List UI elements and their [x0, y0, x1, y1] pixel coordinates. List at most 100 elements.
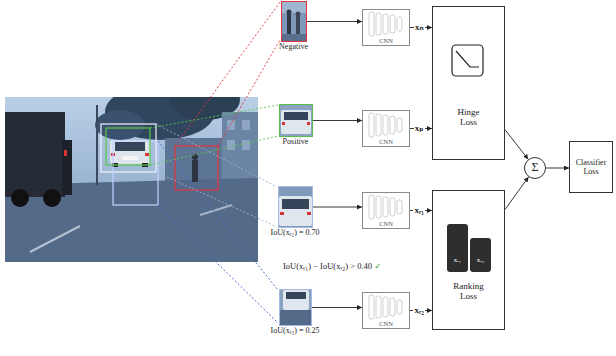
cnn-layers-icon	[383, 197, 388, 217]
cnn-layers-icon	[376, 196, 381, 218]
crop-images	[307, 212, 311, 215]
feature-label: xₚ	[414, 124, 425, 134]
cnn-layers-icon	[383, 14, 388, 34]
leader-lines	[175, 2, 280, 146]
street-photo	[165, 138, 222, 185]
street-photo	[242, 120, 250, 130]
street-photo	[95, 110, 145, 140]
hinge-icon	[452, 45, 483, 76]
crop-images	[280, 212, 284, 215]
street-photo	[145, 153, 149, 156]
node-text: Classifier Loss	[573, 158, 609, 176]
negative-crop: Negative	[281, 1, 307, 42]
cnn-layers-icon	[390, 15, 395, 33]
cnn-layers-icon	[390, 116, 395, 134]
detection-boxes	[101, 124, 156, 172]
crop-images	[287, 10, 292, 15]
constraint-note: IoU(xᵣ₁) − IoU(xᵣ₂) > 0.40 ✓	[283, 262, 381, 271]
street-photo	[110, 140, 150, 164]
crop-images	[281, 34, 307, 42]
crop-images	[278, 186, 313, 228]
crop-images	[286, 292, 306, 299]
crop-images	[279, 310, 312, 326]
cnn-layers-icon	[376, 114, 381, 136]
detection-boxes	[175, 146, 218, 190]
hinge-icon	[456, 51, 479, 67]
node-text: CNN	[379, 37, 393, 44]
street-photo	[122, 156, 138, 160]
sum-circle: Σ	[524, 157, 546, 179]
street-photo	[62, 140, 72, 195]
leader-lines	[158, 141, 278, 290]
cnn-layers-icon	[376, 13, 381, 35]
cnn-layers-icon	[383, 115, 388, 135]
node-text: Hinge Loss	[452, 107, 486, 128]
crop-images	[296, 16, 300, 34]
positive-crop: Positive	[279, 104, 313, 137]
cnn-layers-icon	[369, 295, 374, 319]
cnn-layers-icon	[369, 195, 374, 219]
cnn-layers-icon	[376, 296, 381, 318]
ranking-crop: IoU(xᵣ₁) = 0.70	[278, 186, 313, 228]
street-photo	[242, 140, 250, 150]
crop-images	[281, 1, 307, 13]
crop-images	[279, 196, 312, 226]
arrow-connector	[546, 168, 569, 169]
cnn-box: CNN	[362, 110, 410, 147]
node-text: Σ	[532, 161, 539, 175]
crop-images	[281, 110, 311, 134]
arrow-connector	[313, 207, 362, 208]
crop-images	[287, 14, 291, 34]
cnn-layers-icon	[397, 118, 402, 132]
cnn-layers-icon	[397, 300, 402, 314]
loss-box: Hinge Loss	[432, 6, 505, 160]
detection-boxes	[113, 141, 158, 205]
crop-images	[281, 1, 307, 42]
ranking-bars-icon	[447, 224, 491, 272]
arrow-connector	[307, 21, 362, 22]
node-text: Positive	[283, 137, 309, 146]
arrow-connector	[313, 120, 362, 121]
cnn-layers-icon	[397, 17, 402, 31]
crop-images	[279, 289, 312, 326]
node-text: Ranking Loss	[452, 281, 486, 302]
loss-box: Ranking Loss	[432, 190, 505, 330]
crop-images	[296, 12, 301, 17]
leader-lines	[156, 124, 277, 187]
feature-label: xₙ	[414, 23, 425, 33]
crop-images	[307, 122, 310, 125]
street-photo	[64, 150, 67, 156]
crop-images	[282, 122, 285, 125]
cnn-layers-icon	[390, 198, 395, 216]
cnn-layers-icon	[369, 12, 402, 319]
street-photo	[30, 226, 80, 252]
node-text: CNN	[379, 220, 393, 227]
street-photo	[192, 160, 198, 182]
node-text: CNN	[379, 138, 393, 145]
street-photo	[227, 140, 235, 150]
leader-lines	[150, 105, 278, 128]
leader-lines	[150, 136, 278, 165]
cnn-layers-icon	[390, 298, 395, 316]
node-text: IoU(xᵣ₂) = 0.25	[271, 326, 320, 335]
ranking-crop: IoU(xᵣ₂) = 0.25	[279, 289, 312, 326]
crop-images	[283, 290, 309, 310]
detection-boxes	[106, 128, 150, 165]
cnn-box: CNN	[362, 192, 410, 229]
feature-label: xᵣ₁	[413, 206, 425, 216]
cnn-box: CNN	[362, 292, 410, 329]
cnn-layers-icon	[383, 297, 388, 317]
node-text: IoU(xᵣ₁) = 0.70	[271, 228, 320, 237]
feature-label: xᵣ₂	[413, 306, 425, 316]
arrow-connector	[312, 307, 362, 308]
leader-lines	[218, 40, 280, 146]
crop-images	[282, 199, 309, 209]
cnn-layers-icon	[369, 12, 374, 36]
ranking-bars-icon	[470, 238, 491, 272]
node-text: Negative	[279, 42, 308, 51]
detection-boxes	[101, 124, 218, 205]
hinge-icon	[452, 45, 483, 76]
